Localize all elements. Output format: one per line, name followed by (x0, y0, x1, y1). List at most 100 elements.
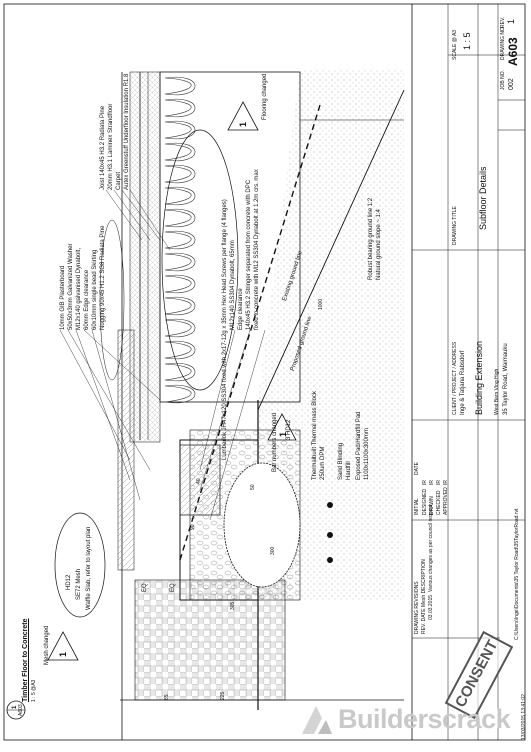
dim-305: 305 (230, 601, 236, 610)
dim-225: 225 (220, 691, 226, 700)
row-checked: CHECKED (436, 490, 442, 515)
row-checked-val: IR (436, 480, 442, 485)
floor-strandfloor (129, 71, 161, 443)
insulation-loop (164, 142, 196, 162)
dim-50: 50 (250, 484, 256, 490)
note-nogging: Nogging 90x45 H1.2 SG8 Radiata Pine (100, 225, 106, 330)
rev-triangle-1-label: 1 (58, 651, 68, 657)
builderscrack-logo-icon (302, 706, 332, 734)
address-value: 35 Taylor Road, Waimauku (503, 343, 509, 415)
note-insulation: Autex Greenstuff Underfloor Insulation R… (124, 73, 130, 190)
insulation-loop (164, 274, 196, 294)
note-stringer: 140x45 H3.2 Stringer separated from conc… (246, 179, 252, 330)
note-robust: Robust bearing ground line 1:2 (368, 197, 374, 280)
job-value: 002 (508, 78, 515, 90)
note-bolt: M12x140 SS304 Dynabolt, 65mm (230, 240, 236, 330)
joist (159, 71, 301, 403)
note-gib: 10mm GIB Plasterboard (60, 265, 66, 330)
rev-triangle-3-label: 1 (278, 431, 288, 437)
insulation (164, 76, 196, 404)
mesh-note-1: HD12 (66, 574, 72, 590)
revisions-header: REV. DATE Mesh DESCRIPTION (421, 559, 427, 634)
row-drawn-val: IR (429, 480, 435, 485)
rev-triangle-2 (227, 101, 259, 131)
insulation-loop (164, 98, 196, 118)
client-label: CLIENT / PROJECT / ADDRESS (452, 341, 458, 415)
insulation-loop (164, 318, 196, 338)
dim-eq-1: EQ (142, 583, 148, 592)
designer-value: West Barn Vlog High (494, 368, 500, 415)
dim-1000: 1000 (318, 298, 324, 310)
rev-triangle-1 (47, 631, 79, 661)
stringer (179, 444, 221, 516)
dim-300: 300 (270, 546, 276, 555)
insulation-loop (164, 252, 196, 272)
row-approved: APPROVED (443, 487, 449, 515)
note-natural: Natural ground slope ~ 1:4 (376, 209, 382, 280)
note-hardfill: Hardfill (346, 461, 352, 480)
note-washer: 50x50x3mm Galvanized Washer (68, 243, 74, 330)
note-lumberlok: Lumberlok JH47x120 SS304 fixed with 2x17… (222, 199, 228, 460)
drawing-title-label: DRAWING TITLE (452, 206, 458, 245)
scale-label: SCALE @ A3 (452, 29, 458, 60)
note-flooring-changed: Flooring changed (262, 73, 268, 120)
slab (134, 579, 286, 701)
insulation-loop (164, 120, 196, 140)
revision-desc: Various changes as per council request (428, 504, 434, 592)
rev-value: 1 (506, 18, 516, 24)
insulation-loop (164, 186, 196, 206)
file-path: C:\Users\Inge\Documents\35 Taylor Road\3… (514, 508, 520, 640)
note-strandfloor: 20mm H3.1 Laminex Strandfloor (108, 103, 114, 190)
insulation-loop (164, 296, 196, 316)
insulation-loop (164, 230, 196, 250)
dim-40: 40 (196, 478, 202, 484)
note-blinding: Sand Blinding (338, 442, 344, 480)
project-value: Building Extension (474, 340, 484, 415)
job-label: JOB NO. (500, 69, 506, 90)
note-m12b: 60mm Edge clearance (84, 269, 90, 330)
watermark-text: Builderscrack (338, 704, 511, 734)
initial-label: INITIAL (414, 498, 420, 515)
drawing-title: Timber Floor to Concrete (22, 618, 29, 703)
mesh-note-3: Waffle Slab, refer to layout plan (86, 526, 92, 610)
print-date: 13/03/2015 13:41:02 (521, 694, 527, 740)
note-skirting: 60x10mm single bead Skirting (92, 249, 98, 330)
dim-85: 85 (164, 694, 170, 700)
note-mesh-changed: Mesh changed (44, 625, 50, 665)
insulation-loop (164, 76, 196, 96)
note-joist: Joist 140x45 H3.2 Radiata Pine (100, 105, 106, 190)
note-edge-clear: Edge clearance (238, 288, 244, 330)
drawing-no-value: A603 (506, 37, 520, 66)
client-value: Inge & Tatjana Rabsdorf (460, 350, 466, 415)
note-thermal: Thermalbuilt Thermal mass Block (312, 391, 318, 480)
existing-ground-line (257, 89, 405, 411)
note-pad-size: 1100x1100x300mm (364, 428, 370, 480)
mesh-note-2: SE72 Mesh (76, 568, 82, 600)
builderscrack-watermark: Builderscrack (300, 698, 520, 740)
drawing-title-value: Subfloor Details (478, 166, 488, 230)
scale-value: 1 : 5 (462, 32, 472, 50)
dim-eq-2: EQ (170, 583, 176, 592)
note-fixed: fixed to concrete with M12 SS304 Dynabol… (254, 169, 260, 330)
date-label: DATE (414, 462, 420, 475)
drawing-scale: 1 : 5 @A3 (31, 679, 37, 702)
insulation-loop (164, 384, 196, 404)
insulation-loop (164, 340, 196, 360)
rev-triangle-2-label: 1 (238, 121, 248, 127)
insulation-loop (164, 208, 196, 228)
insulation-loop (164, 164, 196, 184)
section-ref: A603 (18, 704, 24, 716)
row-designed-val: IR (422, 480, 428, 485)
note-carpet: Carpet (116, 171, 122, 190)
note-pad: Exposed Pad/Hardfill Pad (356, 411, 362, 480)
rev-triangle-3 (267, 413, 297, 441)
revision-date: 03.03.2015 (428, 594, 434, 620)
dim-90: 90 (190, 524, 196, 530)
revisions-label: DRAWING REVISIONS (414, 581, 420, 634)
note-m12: M12x140 galvanised Dynabolt, (76, 247, 82, 330)
sheet-border (3, 3, 526, 741)
row-approved-val: IR (443, 480, 449, 485)
insulation-loop (164, 362, 196, 382)
